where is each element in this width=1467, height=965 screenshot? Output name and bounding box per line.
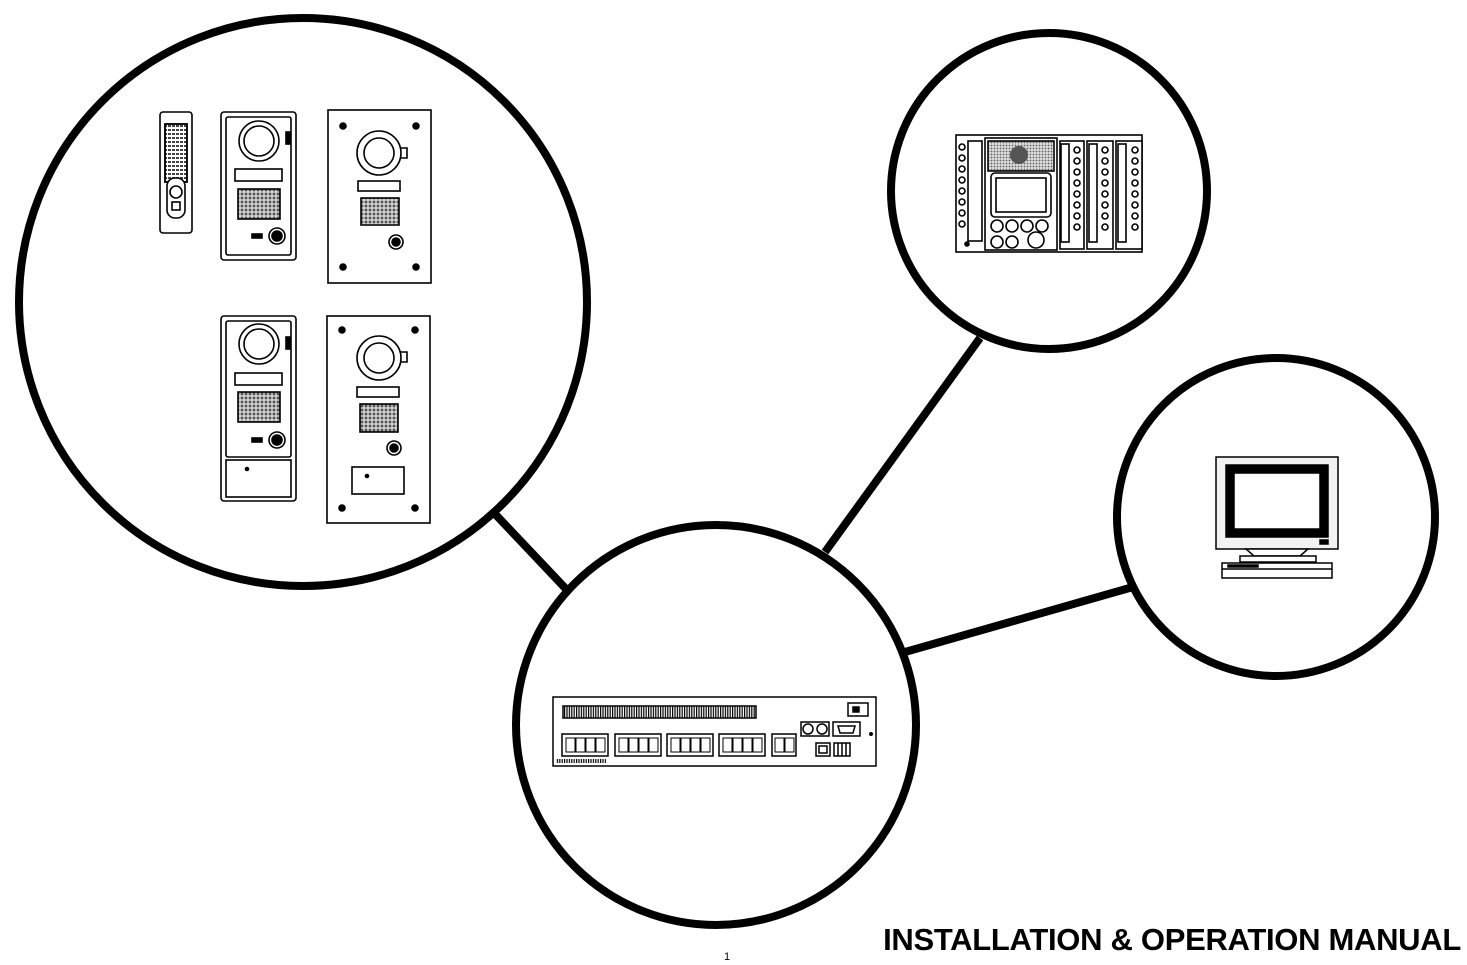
connector-line-pc-monitor xyxy=(903,583,1135,656)
surface-door-station-icon xyxy=(220,111,297,261)
surface-door-station-nameplate-icon xyxy=(220,315,297,502)
master-station-icon xyxy=(955,134,1143,253)
connector-line-door-stations xyxy=(493,512,570,593)
door-station-icons xyxy=(159,109,432,524)
monitor-icon xyxy=(1215,456,1339,579)
control-unit-icon xyxy=(552,696,877,767)
connector-line-master-station xyxy=(821,335,984,555)
door-stations-circle xyxy=(15,14,591,590)
mullion-door-station-icon xyxy=(159,111,193,234)
manual-title: INSTALLATION & OPERATION MANUAL xyxy=(883,922,1461,957)
flush-door-station-icon xyxy=(327,109,432,284)
page-number: 1 xyxy=(724,951,731,963)
flush-door-station-nameplate-icon xyxy=(326,315,431,524)
